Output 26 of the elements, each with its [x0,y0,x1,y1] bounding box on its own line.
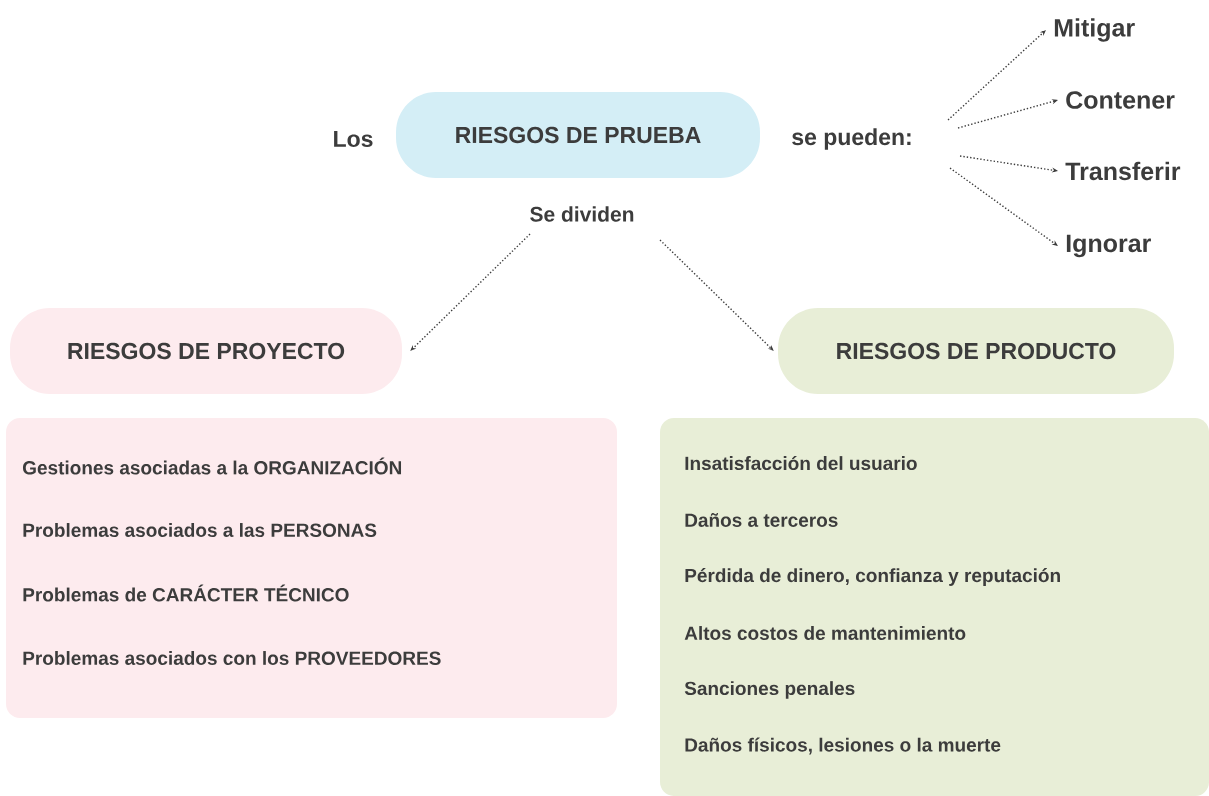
arrow [410,233,531,351]
arrow [949,167,1058,246]
category-pill: RIESGOS DE PRODUCTO [778,308,1174,394]
list-item: Sanciones penales [684,681,855,699]
side-text: Los [334,131,373,147]
list-item: Insatisfacción del usuario [685,455,917,471]
list-item: Daños a terceros [685,513,838,527]
arrow [659,239,774,351]
action-text: Mitigar [1054,18,1135,42]
list-item: Pérdida de dinero, confianza y reputación [685,568,1060,586]
title-pill: RIESGOS DE PRUEBA [396,92,760,178]
arrow [959,155,1058,173]
list-item: Gestiones asociadas a la ORGANIZACIÓN [23,457,401,475]
action-text: Contener [1066,91,1175,109]
list-item: Problemas de CARÁCTER TÉCNICO [23,584,349,602]
category-pill: RIESGOS DE PROYECTO [10,308,402,394]
connector-text: se pueden: [792,128,911,150]
list-item: Daños físicos, lesiones o la muerte [685,737,1001,755]
connector-text: Se dividen [530,206,634,222]
list-item: Problemas asociados con los PROVEEDORES [23,651,441,665]
action-text: Transferir [1065,161,1181,181]
list-item: Altos costos de mantenimiento [684,626,966,640]
action-text: Ignorar [1066,234,1151,258]
arrow [947,30,1046,121]
arrow [957,99,1058,129]
list-item: Problemas asociados a las PERSONAS [23,523,377,537]
